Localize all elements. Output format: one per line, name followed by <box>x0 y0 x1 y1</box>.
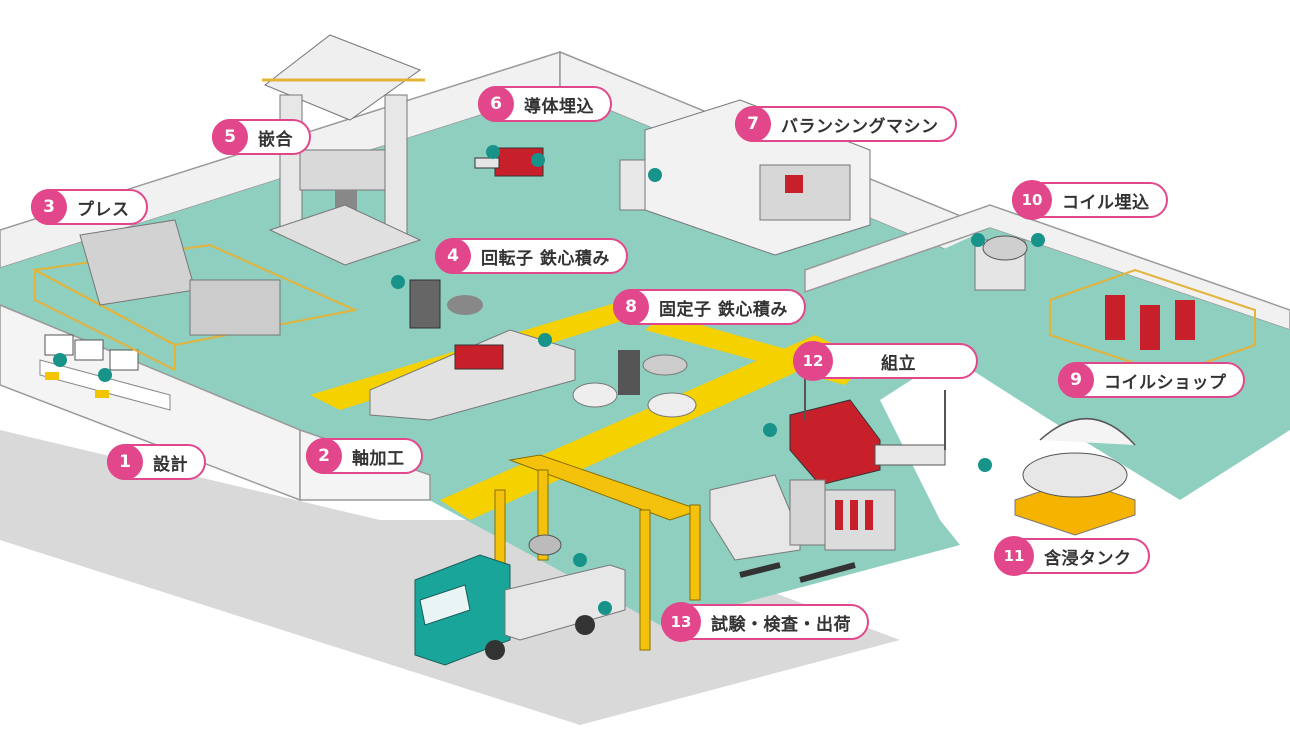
station-label-11[interactable]: 11 含浸タンク <box>994 536 1150 576</box>
coil-shop <box>1049 268 1256 377</box>
station-number-badge: 11 <box>994 536 1034 576</box>
design-office <box>39 334 171 411</box>
station-number-badge: 8 <box>613 289 649 325</box>
station-label-6[interactable]: 6 導体埋込 <box>478 86 612 122</box>
station-label-text: プレス <box>77 199 130 220</box>
station-label-text: 固定子 鉄心積み <box>659 299 788 320</box>
station-label-text: 嵌合 <box>258 129 293 150</box>
coil-shop-wall <box>804 204 1290 331</box>
station-label-9[interactable]: 9 コイルショップ <box>1058 362 1245 398</box>
station-label-text: 回転子 鉄心積み <box>481 248 610 269</box>
station-number-badge: 9 <box>1058 362 1094 398</box>
station-label-text: 導体埋込 <box>524 96 594 117</box>
station-label-2[interactable]: 2 軸加工 <box>306 438 423 474</box>
station-label-text: コイルショップ <box>1104 372 1227 393</box>
station-label-10[interactable]: 10 コイル埋込 <box>1012 180 1168 220</box>
shipping-truck <box>414 553 626 666</box>
station-label-text: コイル埋込 <box>1062 192 1150 213</box>
station-label-text: 含浸タンク <box>1044 548 1132 569</box>
station-label-text: 設計 <box>153 454 188 475</box>
station-number-badge: 7 <box>735 106 771 142</box>
station-number-badge: 2 <box>306 438 342 474</box>
shaft-lathe <box>369 329 576 421</box>
station-number-badge: 13 <box>661 602 701 642</box>
station-label-4[interactable]: 4 回転子 鉄心積み <box>435 238 628 274</box>
fitting-tower <box>262 34 425 266</box>
station-label-5[interactable]: 5 嵌合 <box>212 119 311 155</box>
impregnation-tank <box>1014 418 1136 536</box>
station-number-badge: 4 <box>435 238 471 274</box>
assembly-station <box>763 375 992 486</box>
station-number-badge: 12 <box>793 341 833 381</box>
station-label-1[interactable]: 1 設計 <box>107 444 206 480</box>
press-area <box>31 219 359 372</box>
rotor-core-stacking <box>391 275 483 329</box>
station-number-badge: 1 <box>107 444 143 480</box>
station-number-badge: 6 <box>478 86 514 122</box>
station-label-text: バランシングマシン <box>781 116 939 137</box>
station-label-text: 試験・検査・出荷 <box>711 614 851 635</box>
station-number-badge: 5 <box>212 119 248 155</box>
station-number-badge: 10 <box>1012 180 1052 220</box>
station-label-7[interactable]: 7 バランシングマシン <box>735 106 957 142</box>
conductor-embedding <box>474 145 545 177</box>
station-label-text: 軸加工 <box>352 448 405 469</box>
station-number-badge: 3 <box>31 189 67 225</box>
test-equipment <box>709 474 896 583</box>
station-label-3[interactable]: 3 プレス <box>31 189 148 225</box>
coil-embedding <box>971 233 1045 291</box>
stator-core-stacking <box>572 350 697 418</box>
station-label-12[interactable]: 12 組立 <box>793 341 978 381</box>
gantry-crane <box>494 454 702 651</box>
station-label-13[interactable]: 13 試験・検査・出荷 <box>661 602 869 642</box>
station-label-8[interactable]: 8 固定子 鉄心積み <box>613 289 806 325</box>
station-label-text: 組立 <box>881 353 916 374</box>
